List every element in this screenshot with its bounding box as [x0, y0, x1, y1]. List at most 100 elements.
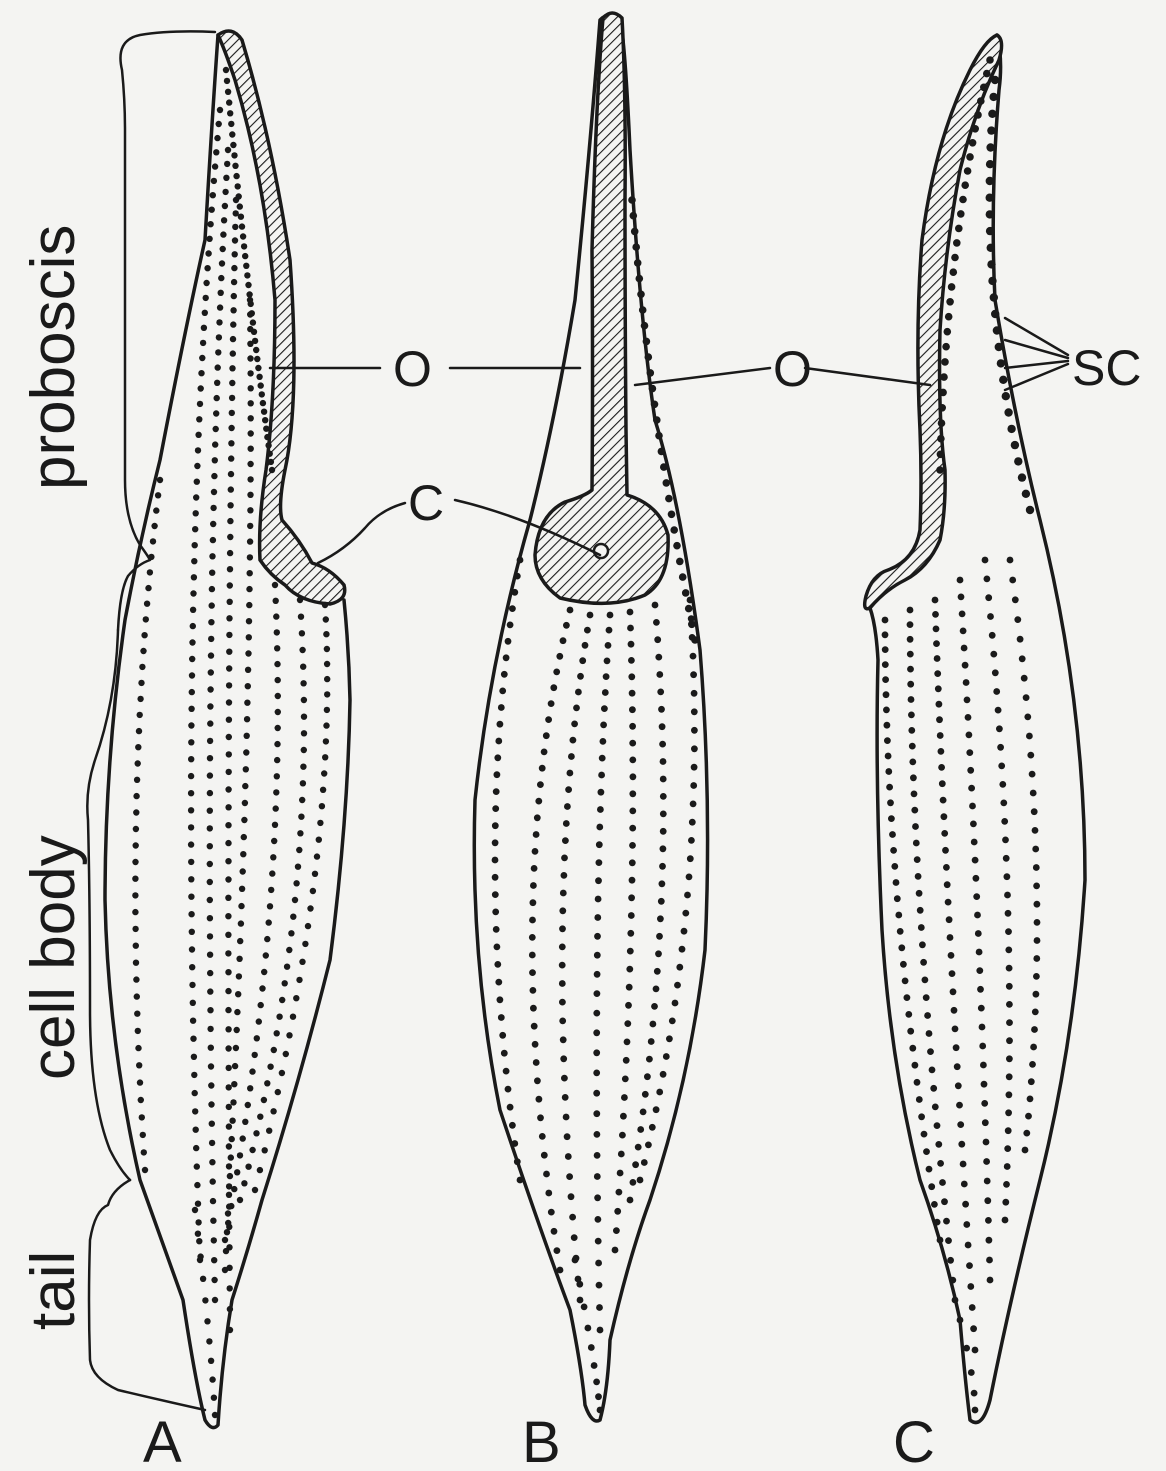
cell-c-kinety-2-dot: [926, 1030, 933, 1037]
cell-c-kinety-6-dot: [1032, 1009, 1039, 1016]
label-cytostome: C: [408, 475, 444, 531]
cell-b-kinety-1-dot: [556, 653, 563, 660]
cell-c-kinety-4-dot: [979, 1043, 986, 1050]
cell-c-kinety-2-dot: [930, 1085, 937, 1092]
cell-a-kinety-1-dot: [190, 1036, 196, 1042]
cell-a-kinety-1-dot: [189, 964, 195, 970]
cell-a-kinety-7-dot: [324, 707, 330, 713]
cell-c-kinety-2-dot: [945, 1237, 952, 1244]
cell-b-kinety-5-dot: [654, 636, 661, 643]
cell-b-kinety-3-dot: [605, 642, 612, 649]
cell-b-kinety-5-dot: [656, 933, 663, 940]
cell-a-kinety-1-dot: [192, 1108, 198, 1114]
cell-a-kinety-2-dot: [210, 537, 216, 543]
cell-b-kinety-3-dot: [601, 705, 608, 712]
cell-c-kinety-5-dot: [984, 576, 991, 583]
cell-b-kinety-7-dot: [505, 1086, 512, 1093]
cell-c-somatic-row-dot: [995, 343, 1003, 351]
cell-a-kinety-6-dot: [267, 1064, 273, 1070]
cell-a-kinety-1-dot: [188, 706, 194, 712]
cell-c-kinety-4-dot: [964, 697, 971, 704]
cell-b-kinety-4-dot: [628, 641, 635, 648]
cell-c-kinety-2-dot: [929, 1067, 936, 1074]
label-somatic-cilia: SC: [1072, 340, 1141, 396]
cell-a-oral-row-dot: [242, 253, 248, 259]
cell-b-kinety-2-dot: [579, 657, 586, 664]
cell-b-kinety-1-dot: [530, 899, 537, 906]
cell-a-oral-row-dot: [233, 173, 239, 179]
cell-a-kinety-3-dot: [230, 350, 236, 356]
cell-a-oral-row-dot: [255, 365, 261, 371]
cell-a-kinety-3-dot: [230, 336, 236, 342]
cell-a-tail-row-dot: [197, 1253, 203, 1259]
cell-a-kinety-4-dot: [230, 1099, 236, 1105]
cell-a-oral-row-dot: [224, 78, 230, 84]
cell-a-kinety-5-dot: [228, 1203, 234, 1209]
cell-b-kinety-1-dot: [529, 917, 536, 924]
cell-a-kinety-1-dot: [189, 929, 195, 935]
cell-b-kinety-6-dot: [649, 1124, 656, 1131]
cell-a-oral-row-dot: [228, 121, 234, 127]
cell-b-kinety-7-dot: [492, 857, 499, 864]
cell-c-somatic-row-dot: [1002, 392, 1010, 400]
cell-b-kinety-3-dot: [596, 1282, 603, 1289]
cell-b-kinety-3-dot: [594, 990, 601, 997]
cell-c-kinety-2-dot: [908, 696, 915, 703]
cell-a-kinety-3-dot: [226, 1143, 232, 1149]
cell-a-kinety-1-dot: [188, 739, 194, 745]
cell-a-kinety-3-dot: [226, 751, 232, 757]
cell-c-kinety-3-dot: [972, 1347, 979, 1354]
cell-a-kinety-8-dot: [140, 648, 146, 654]
cell-a-kinety-3-dot: [225, 895, 231, 901]
cell-a-kinety-2-dot: [209, 1159, 215, 1165]
cell-a-kinety-3-dot: [233, 210, 239, 216]
cell-b-kinety-2-dot: [559, 999, 566, 1006]
cell-c-kinety-4-dot: [987, 1277, 994, 1284]
cell-c-kinety-5-dot: [999, 781, 1006, 788]
cell-a-kinety-2-dot: [211, 1277, 217, 1283]
cell-c-oral-row-dot: [961, 181, 969, 189]
cell-a-oral-row-dot: [239, 223, 245, 229]
cell-a-kinety-1-dot: [189, 672, 195, 678]
cell-a-kinety-7-dot: [283, 1051, 289, 1057]
cell-a-kinety-6-dot: [301, 747, 307, 753]
cell-a-kinety-3-dot: [226, 717, 232, 723]
cell-b-kinety-5-dot: [660, 758, 667, 765]
cell-c-kinety-2-dot: [947, 1257, 954, 1264]
cell-a-kinety-8-dot: [132, 909, 138, 915]
cell-c-oral-row-dot: [953, 239, 961, 247]
cell-c-oral-row-dot: [939, 389, 947, 397]
cell-b-kinety-3-dot: [593, 1070, 600, 1077]
cell-c-kinety-3-dot: [952, 1026, 959, 1033]
cell-a-kinety-2-dot: [214, 380, 220, 386]
cell-a-kinety-3-dot: [225, 950, 231, 956]
cell-c-kinety-1-dot: [884, 722, 891, 729]
cell-b-kinety-1-dot: [536, 1096, 543, 1103]
cell-b-kinety-7-dot: [495, 738, 502, 745]
bracket-tail: [89, 1180, 205, 1410]
cell-b-kinety-5-dot: [627, 1197, 634, 1204]
cell-b-tail-row-dot: [585, 1325, 592, 1332]
cell-b-kinety-5-dot: [659, 741, 666, 748]
cell-a-tail-row-dot: [206, 1338, 212, 1344]
cell-a-kinety-2-dot: [207, 897, 213, 903]
cell-c-kinety-6-dot: [1033, 973, 1040, 980]
cell-c-kinety-4-dot: [973, 875, 980, 882]
cell-c-kinety-5-dot: [1006, 1019, 1013, 1026]
cell-a-kinety-7-dot: [322, 602, 328, 608]
cell-b-kinety-5-dot: [642, 1091, 649, 1098]
cell-c-kinety-2-dot: [920, 959, 927, 966]
cell-c-kinety-5-dot: [985, 594, 992, 601]
cell-a-kinety-3-dot: [227, 599, 233, 605]
cell-a-kinety-1-dot: [190, 1018, 196, 1024]
cell-a-kinety-6-dot: [237, 1197, 243, 1203]
cell-a-kinety-4-dot: [247, 370, 253, 376]
cell-c-kinety-2-dot: [909, 759, 916, 766]
cell-a-kinety-1-dot: [200, 340, 206, 346]
cell-b-kinety-4-dot: [614, 1208, 621, 1215]
cell-c: [865, 35, 1085, 1423]
cell-a-oral-row-dot: [258, 382, 264, 388]
cell-c-kinety-1-dot: [882, 661, 889, 668]
cell-a-kinety-5-dot: [272, 582, 278, 588]
cell-c-kinety-4-dot: [967, 767, 974, 774]
